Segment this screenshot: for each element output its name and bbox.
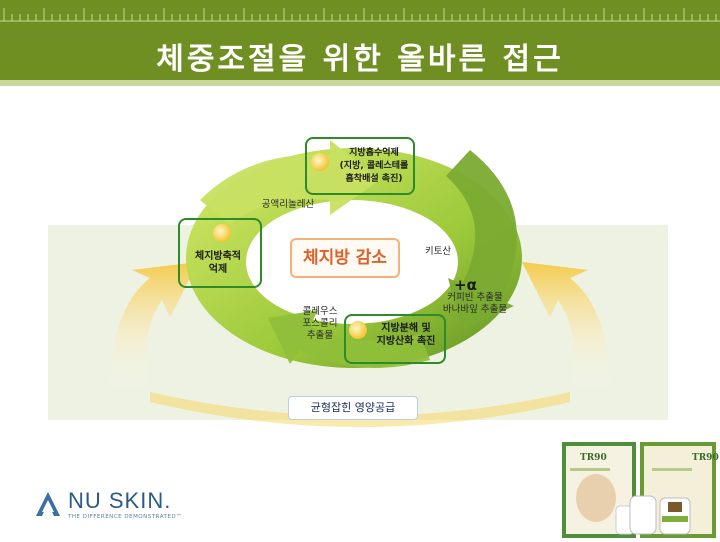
arrow-top <box>200 140 380 225</box>
ball-icon-bottom <box>349 321 367 339</box>
balanced-nutrition-box: 균형잡힌 영양공급 <box>288 396 418 420</box>
plus-alpha: +α <box>454 276 477 294</box>
left-yellow-arrow <box>110 262 198 392</box>
label-coleus: 콜레우스 포스콜리 추출물 <box>302 306 338 341</box>
page-title: 체중조절을 위한 올바른 접근 <box>156 42 564 77</box>
box-fat-oxidation <box>344 314 446 364</box>
product-brand-left: TR90 <box>580 453 607 463</box>
box-fat-absorption <box>305 137 415 195</box>
right-yellow-arrow <box>522 262 610 392</box>
label-coffee-banaba: 커피빈 추출물 바나바잎 추출물 <box>442 292 508 315</box>
box-fat-accumulation <box>178 218 262 288</box>
ball-icon-left <box>213 224 231 242</box>
label-fat-accumulation: 체지방축적 억제 <box>195 251 241 275</box>
brand-tagline: THE DIFFERENCE DEMONSTRATED™ <box>68 514 183 520</box>
nuskin-logo-icon <box>36 492 60 516</box>
label-fat-absorption: 지방흡수억제 (지방, 콜레스테롤 흡착배설 촉진) <box>339 148 409 184</box>
label-cla: 공액리놀레산 <box>261 199 315 210</box>
ball-icon-top <box>311 153 329 171</box>
arrow-bottom <box>268 310 430 368</box>
ruler-decoration <box>0 8 720 22</box>
arrow-right <box>446 150 517 330</box>
title-bar: 체중조절을 위한 올바른 접근 <box>0 0 720 80</box>
brand-logo-text: NU SKIN. <box>68 488 172 513</box>
center-fat-reduction: 체지방 감소 <box>290 238 400 278</box>
bottom-swoosh <box>150 392 570 427</box>
product-brand-right: TR90 <box>692 453 719 463</box>
label-fat-oxidation: 지방분해 및 지방산화 촉진 <box>376 323 436 347</box>
title-underline <box>0 80 720 86</box>
label-chitosan: 키토산 <box>424 246 452 257</box>
product-package-image: TR90 TR90 <box>556 436 720 542</box>
cycle-diagram <box>110 140 610 427</box>
